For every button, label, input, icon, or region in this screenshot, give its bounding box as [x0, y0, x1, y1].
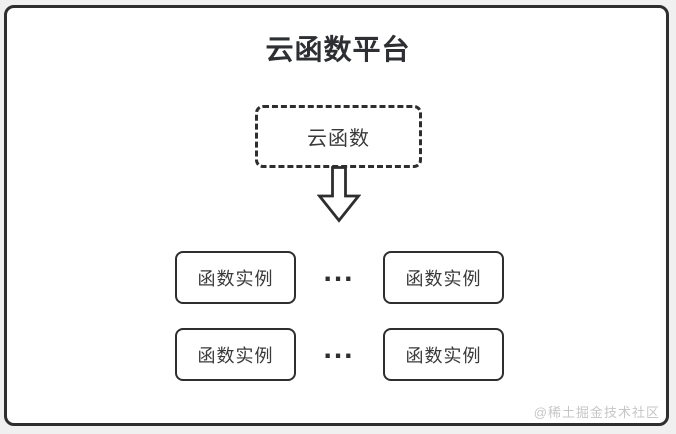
instance-label: 函数实例: [197, 345, 274, 366]
instance-label: 函数实例: [405, 268, 482, 289]
ellipsis: ...: [323, 255, 355, 288]
diagram-title: 云函数平台: [265, 34, 411, 65]
instance-label: 函数实例: [197, 268, 274, 289]
cloud-function-node: 云函数: [255, 105, 422, 168]
cloud-function-label: 云函数: [307, 128, 370, 150]
instance-node: 函数实例: [383, 328, 504, 381]
instance-node: 函数实例: [383, 251, 504, 304]
down-arrow-icon: [317, 166, 361, 223]
instance-label: 函数实例: [405, 345, 482, 366]
ellipsis: ...: [323, 332, 355, 365]
instance-node: 函数实例: [175, 251, 296, 304]
instance-node: 函数实例: [175, 328, 296, 381]
watermark: @稀土掘金技术社区: [533, 405, 660, 420]
